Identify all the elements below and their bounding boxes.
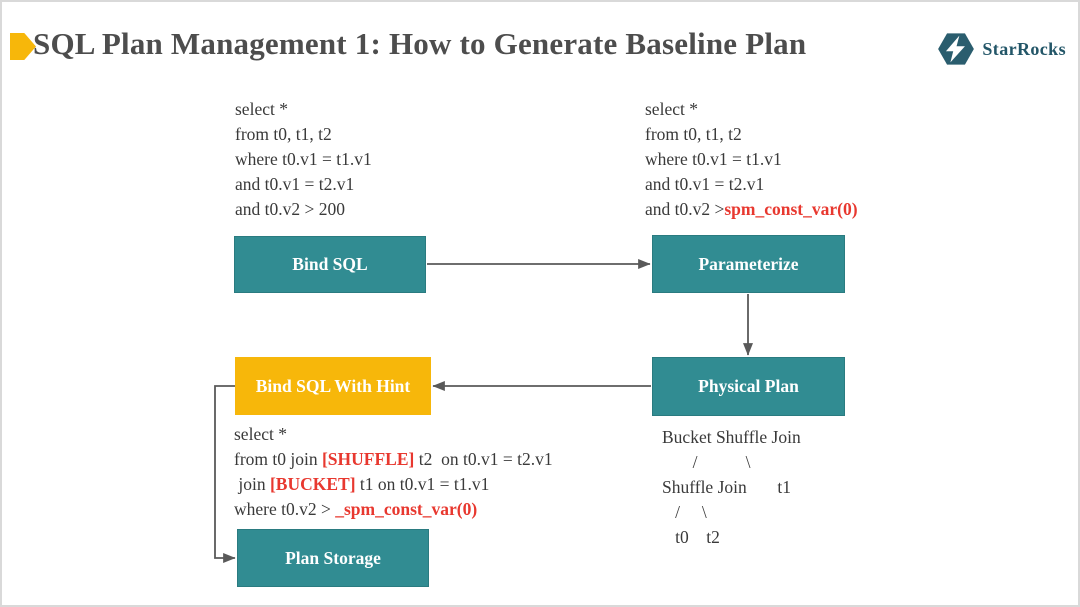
arrow-bind-sql-with-hint-to-plan-storage: [214, 385, 236, 563]
code-line: t0 t2: [662, 525, 801, 550]
code-line: and t0.v2 >spm_const_var(0): [645, 197, 858, 222]
code-segment-red: [SHUFFLE]: [321, 449, 415, 469]
code-segment-red: [BUCKET]: [269, 474, 356, 494]
code-segment-red: _spm_const_var(0): [335, 499, 478, 519]
code-line: and t0.v2 > 200: [235, 197, 372, 222]
code-line: / \: [662, 500, 801, 525]
code-line: where t0.v2 > _spm_const_var(0): [234, 497, 553, 522]
starrocks-logo-text: StarRocks: [982, 38, 1066, 59]
code-line: select *: [234, 422, 553, 447]
code-segment: and t0.v2 > 200: [235, 199, 345, 219]
bind-sql-with-hint-node: Bind SQL With Hint: [235, 357, 431, 415]
code-segment: from t0, t1, t2: [235, 124, 332, 144]
code-line: from t0 join [SHUFFLE] t2 on t0.v1 = t2.…: [234, 447, 553, 472]
code-line: / \: [662, 450, 801, 475]
code-segment: select *: [645, 99, 698, 119]
code-line: where t0.v1 = t1.v1: [645, 147, 858, 172]
code-line: and t0.v1 = t2.v1: [645, 172, 858, 197]
sql-parameterized-code: select * from t0, t1, t2 where t0.v1 = t1.…: [645, 97, 858, 222]
code-segment: Shuffle Join t1: [662, 477, 791, 497]
code-line: and t0.v1 = t2.v1: [235, 172, 372, 197]
code-segment: from t0 join: [234, 449, 322, 469]
code-segment: t0 t2: [662, 527, 720, 547]
physical-plan-tree: Bucket Shuffle Join / \ Shuffle Join t1 /…: [662, 425, 801, 550]
code-line: select *: [645, 97, 858, 122]
code-segment-red: spm_const_var(0): [724, 199, 858, 219]
code-segment: select *: [234, 424, 287, 444]
code-segment: from t0, t1, t2: [645, 124, 742, 144]
code-segment: / \: [662, 452, 751, 472]
physical-plan-node: Physical Plan: [652, 357, 845, 416]
code-line: from t0, t1, t2: [645, 122, 858, 147]
code-line: select *: [235, 97, 372, 122]
code-segment: / \: [662, 502, 707, 522]
code-line: join [BUCKET] t1 on t0.v1 = t1.v1: [234, 472, 553, 497]
plan-storage-node: Plan Storage: [237, 529, 429, 587]
parameterize-node: Parameterize: [652, 235, 845, 293]
starrocks-logo-icon: [938, 33, 975, 65]
code-segment: join: [234, 474, 270, 494]
code-segment: and t0.v2 >: [645, 199, 725, 219]
code-segment: Bucket Shuffle Join: [662, 427, 801, 447]
code-segment: t2 on t0.v1 = t2.v1: [414, 449, 553, 469]
code-segment: where t0.v1 = t1.v1: [645, 149, 782, 169]
code-line: where t0.v1 = t1.v1: [235, 147, 372, 172]
code-line: Bucket Shuffle Join: [662, 425, 801, 450]
sql-original-code: select * from t0, t1, t2 where t0.v1 = t1.…: [235, 97, 372, 222]
code-segment: where t0.v1 = t1.v1: [235, 149, 372, 169]
code-segment: t1 on t0.v1 = t1.v1: [355, 474, 490, 494]
starrocks-logo: StarRocks: [937, 30, 1066, 68]
sql-hint-code: select * from t0 join [SHUFFLE] t2 on t0.…: [234, 422, 553, 522]
code-segment: and t0.v1 = t2.v1: [645, 174, 765, 194]
code-line: Shuffle Join t1: [662, 475, 801, 500]
code-line: from t0, t1, t2: [235, 122, 372, 147]
page-title: SQL Plan Management 1: How to Generate B…: [33, 26, 807, 61]
bind-sql-node: Bind SQL: [234, 236, 426, 293]
code-segment: where t0.v2 >: [234, 499, 336, 519]
code-segment: and t0.v1 = t2.v1: [235, 174, 355, 194]
code-segment: select *: [235, 99, 288, 119]
